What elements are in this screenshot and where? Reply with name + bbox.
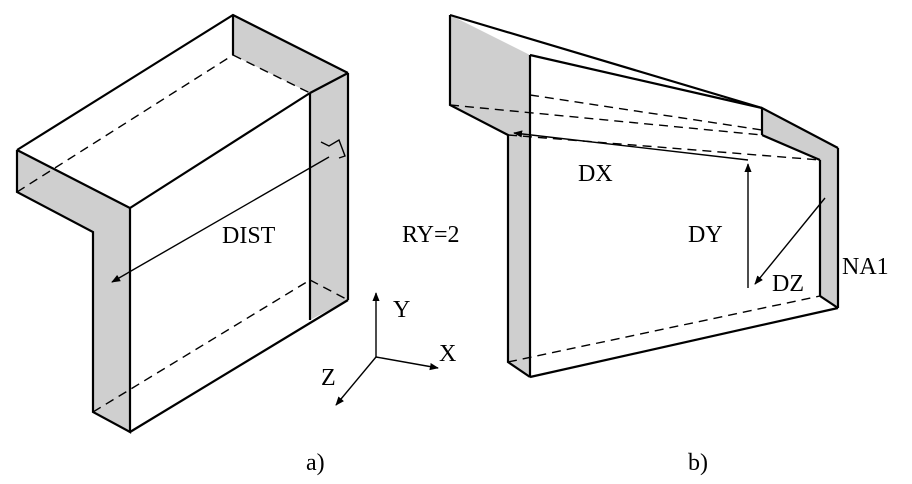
figure-a-inner-diagonal <box>129 92 311 209</box>
figure-b: DX DY DZ RY=2 NA1 b) <box>402 13 889 476</box>
dy-label: DY <box>688 222 723 248</box>
figure-a: DIST a) <box>15 13 350 476</box>
dist-arrow <box>111 156 330 283</box>
figure-b-bottom-edge <box>529 306 839 379</box>
dz-label: DZ <box>772 271 804 297</box>
ry-label: RY=2 <box>402 222 460 248</box>
figure-b-top-front-edge <box>529 53 763 110</box>
dist-label: DIST <box>222 223 276 249</box>
figure-b-right-top-diagonal <box>761 133 821 162</box>
na1-label: NA1 <box>842 254 889 280</box>
figure-b-right-wall <box>762 108 838 308</box>
z-axis-arrow <box>335 356 377 406</box>
figure-a-hidden-top <box>16 54 234 193</box>
figure-b-hidden-middle <box>507 134 821 161</box>
z-axis-label: Z <box>321 365 336 391</box>
figure-b-hidden-bottom <box>507 295 821 363</box>
figure-a-bottom-right-edge <box>129 299 349 433</box>
figure-a-hidden-bottom <box>92 279 311 413</box>
caption-b: b) <box>688 450 708 476</box>
dx-label: DX <box>578 161 613 187</box>
dz-arrow <box>754 197 826 285</box>
figure-b-hidden-top <box>449 104 763 136</box>
figure-a-hidden-corner <box>309 279 349 301</box>
figure-a-right-wall-front-top <box>309 72 349 94</box>
coordinate-axes: Y X Z <box>321 292 456 406</box>
figure-a-right-wall <box>310 73 348 320</box>
figure-a-right-wall-top <box>233 15 348 93</box>
x-axis-label: X <box>439 341 456 367</box>
figure-b-bottom-right-corner <box>819 295 839 309</box>
x-axis-arrow <box>375 356 439 371</box>
figure-b-left-wall <box>450 15 530 377</box>
figure-a-left-flange <box>17 150 130 432</box>
y-axis-label: Y <box>393 297 410 323</box>
dx-arrow <box>513 130 749 161</box>
dist-perpendicular-mark <box>320 138 346 159</box>
caption-a: a) <box>306 450 325 476</box>
figure-b-hidden-inner <box>529 94 763 131</box>
